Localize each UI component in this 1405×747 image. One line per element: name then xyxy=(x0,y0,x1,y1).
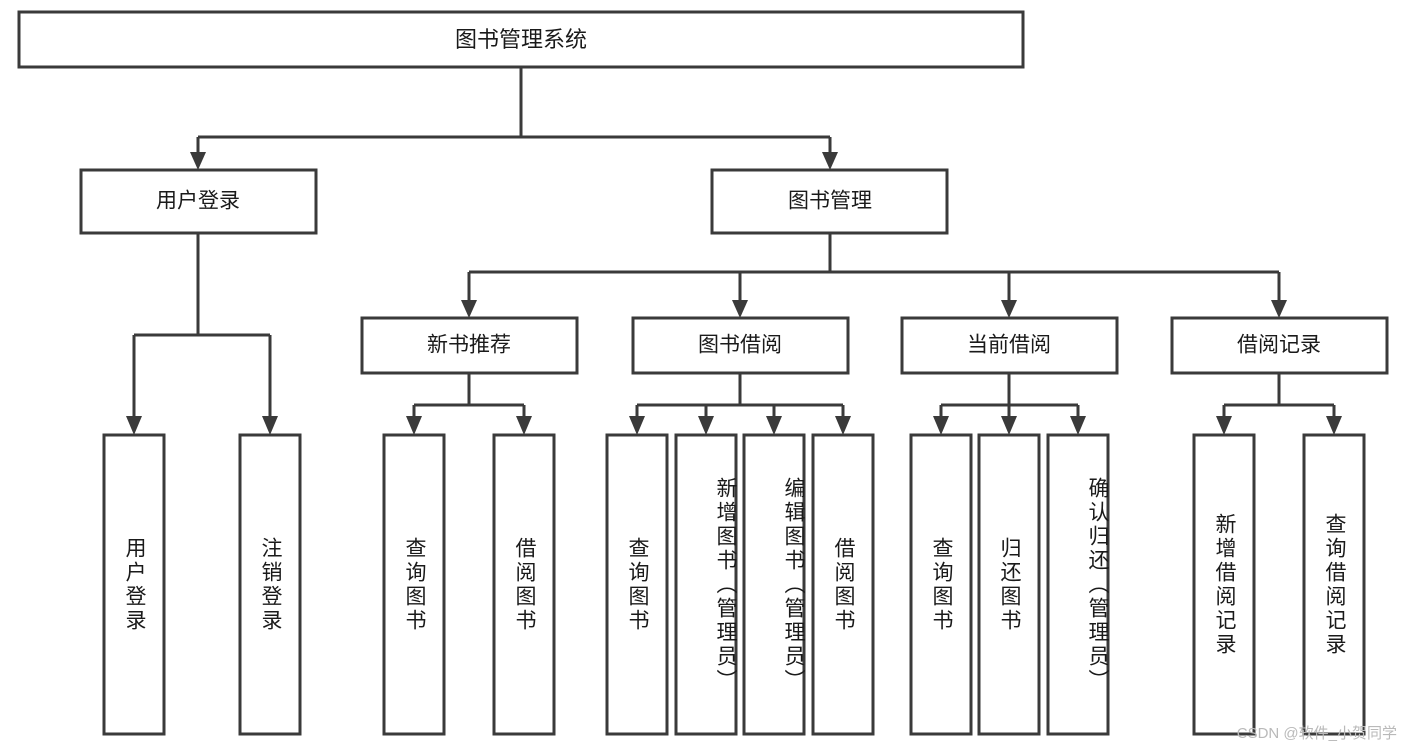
leaf-box-current-borrow-2[interactable] xyxy=(1046,433,1110,736)
arrow-user-login-leaf-1 xyxy=(126,416,142,435)
leaf-box-current-borrow-0[interactable] xyxy=(909,433,973,736)
leaf-box-borrow-book-2[interactable] xyxy=(742,433,806,736)
arrow-current-borrow-leaf-3 xyxy=(1070,416,1086,435)
arrow-to-user-login xyxy=(190,152,206,170)
node-book-management[interactable] xyxy=(710,168,949,235)
leaf-box-user-login-1[interactable] xyxy=(238,433,302,736)
arrow-borrow-book-leaf-2 xyxy=(698,416,714,435)
node-new-book-recommend-label: 新书推荐 xyxy=(427,334,511,357)
node-user-login-label: 用户登录 xyxy=(156,190,240,213)
leaf-box-borrow-book-0[interactable] xyxy=(605,433,669,736)
arrow-borrow-record-leaf-1 xyxy=(1216,416,1232,435)
arrow-new-book-leaf-1 xyxy=(406,416,422,435)
arrow-current-borrow-leaf-1 xyxy=(933,416,949,435)
arrow-borrow-book-leaf-3 xyxy=(766,416,782,435)
node-book-management-label: 图书管理 xyxy=(788,190,872,213)
node-new-book-recommend[interactable] xyxy=(360,316,579,375)
leaf-box-borrow-record-0[interactable] xyxy=(1192,433,1256,736)
arrow-current-borrow-leaf-2 xyxy=(1001,416,1017,435)
arrow-new-book-leaf-2 xyxy=(516,416,532,435)
watermark: CSDN @软件_小贺同学 xyxy=(1236,725,1397,742)
node-borrow-record[interactable] xyxy=(1170,316,1389,375)
arrow-to-current-borrow xyxy=(1001,300,1017,318)
node-book-borrow-label: 图书借阅 xyxy=(698,334,782,357)
leaf-box-borrow-record-1[interactable] xyxy=(1302,433,1366,736)
arrow-to-new-book xyxy=(461,300,477,318)
arrow-borrow-book-leaf-4 xyxy=(835,416,851,435)
node-borrow-record-label: 借阅记录 xyxy=(1237,334,1321,357)
node-current-borrow[interactable] xyxy=(900,316,1119,375)
arrow-user-login-leaf-2 xyxy=(262,416,278,435)
arrow-to-borrow-book xyxy=(732,300,748,318)
leaf-box-new-book-0[interactable] xyxy=(382,433,446,736)
node-root[interactable] xyxy=(17,10,1025,69)
leaf-box-current-borrow-1[interactable] xyxy=(977,433,1041,736)
node-current-borrow-label: 当前借阅 xyxy=(967,334,1051,357)
leaf-box-borrow-book-1[interactable] xyxy=(674,433,738,736)
arrow-to-borrow-record xyxy=(1271,300,1287,318)
arrow-borrow-record-leaf-2 xyxy=(1326,416,1342,435)
leaf-box-new-book-1[interactable] xyxy=(492,433,556,736)
leaf-box-user-login-0[interactable] xyxy=(102,433,166,736)
node-book-borrow[interactable] xyxy=(631,316,850,375)
arrow-to-book-mgmt xyxy=(822,152,838,170)
arrow-borrow-book-leaf-1 xyxy=(629,416,645,435)
node-root-label: 图书管理系统 xyxy=(455,27,587,52)
leaf-box-borrow-book-3[interactable] xyxy=(811,433,875,736)
